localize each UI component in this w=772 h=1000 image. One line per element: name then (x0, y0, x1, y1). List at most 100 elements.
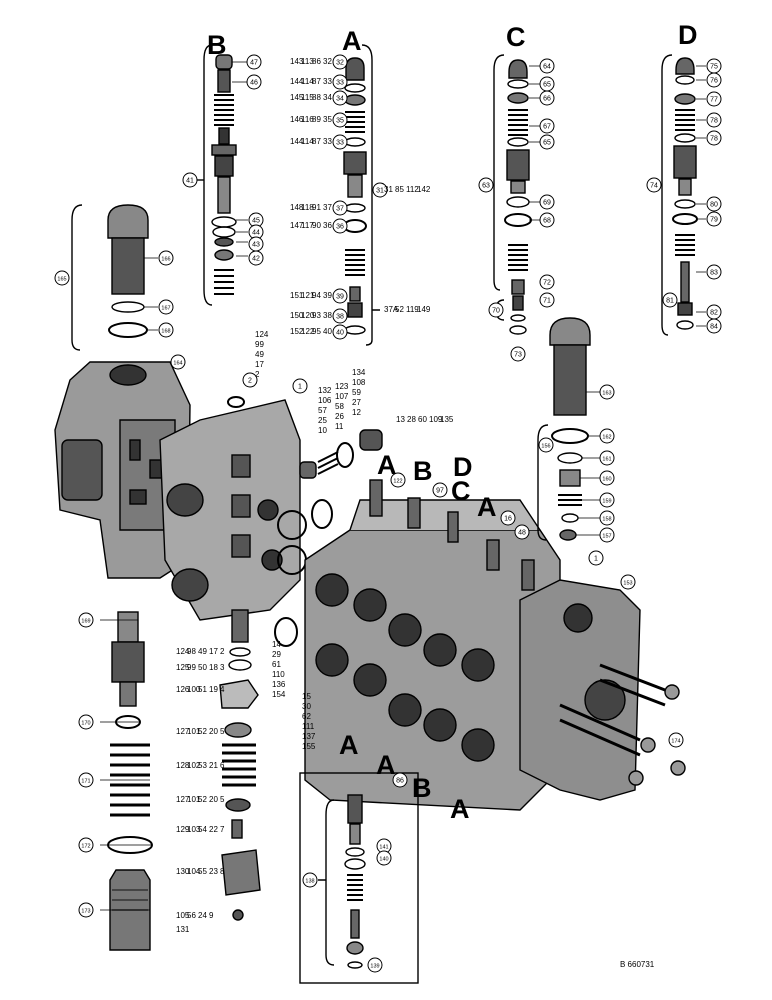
reference-number: 11 (335, 422, 344, 431)
balloon-number: 167 (161, 306, 170, 312)
reference-number: 25 (318, 416, 327, 425)
reference-number: 91 (312, 203, 321, 212)
right-relief-assembly (537, 317, 591, 541)
callout-balloon: 81 (662, 292, 678, 308)
reference-number: 155 (302, 742, 316, 751)
callout-balloon: 167 (158, 299, 174, 315)
callout-balloon: 157 (599, 527, 615, 543)
reference-number: 51 (198, 685, 207, 694)
reference-number: 17 (209, 647, 218, 656)
balloon-number: 139 (370, 964, 379, 970)
reference-number: 49 (255, 350, 264, 359)
balloon-number: 161 (602, 457, 611, 463)
balloon-circle (706, 130, 722, 146)
balloon-circle (599, 470, 615, 486)
reference-number: 99 (187, 663, 196, 672)
balloon-number: 80 (710, 202, 718, 209)
balloon-circle (478, 177, 494, 193)
reference-number: 142 (417, 185, 431, 194)
reference-number: 127 (176, 795, 190, 804)
reference-number: 57 (318, 406, 327, 415)
balloon-circle (170, 354, 186, 370)
balloon-number: 169 (81, 619, 90, 625)
balloon-number: 73 (514, 352, 522, 359)
callout-balloon: 33 (332, 74, 348, 90)
callout-balloon: 69 (539, 194, 555, 210)
reference-number: 15 (302, 692, 311, 701)
callout-balloon: 63 (478, 177, 494, 193)
section-letter-d-top: D (678, 20, 698, 50)
reference-number: 5 (220, 727, 225, 736)
reference-number: 120 (301, 311, 315, 320)
reference-number: 52 (395, 305, 404, 314)
callout-balloon: 170 (78, 714, 94, 730)
reference-number: 100 (187, 685, 201, 694)
balloon-number: 69 (543, 200, 551, 207)
reference-number: 29 (272, 650, 281, 659)
reference-number: 33 (323, 137, 332, 146)
reference-number: 37A (384, 305, 399, 314)
callout-balloon: 161 (599, 450, 615, 466)
reference-number: 14 (272, 640, 281, 649)
balloon-circle (538, 437, 554, 453)
balloon-number: 160 (602, 477, 611, 483)
section-letter-d-body: D (453, 452, 473, 482)
reference-number: 94 (312, 291, 321, 300)
reference-number: 20 (209, 727, 218, 736)
balloon-number: 82 (710, 310, 718, 317)
reference-number: 26 (335, 412, 344, 421)
callout-balloon: 39 (332, 288, 348, 304)
balloon-number: 163 (602, 391, 611, 397)
reference-number: 30 (302, 702, 311, 711)
reference-number: 135 (440, 415, 454, 424)
section-letter-c-body: C (451, 476, 471, 506)
balloon-number: 153 (623, 581, 632, 587)
reference-number: 56 (187, 911, 196, 920)
balloon-circle (248, 250, 264, 266)
reference-number: 144 (290, 77, 304, 86)
reference-number: 31 (384, 185, 393, 194)
reference-number: 40 (323, 327, 332, 336)
callout-balloon: 65 (539, 76, 555, 92)
reference-number: 99 (255, 340, 264, 349)
reference-number: 115 (301, 93, 314, 102)
balloon-number: 78 (710, 136, 718, 143)
reference-number: 112 (406, 185, 419, 194)
reference-number: 152 (290, 327, 304, 336)
balloon-number: 171 (81, 779, 90, 785)
callout-balloon: 47 (246, 54, 262, 70)
balloon-number: 33 (336, 80, 344, 87)
section-letter-b-bottom: B (412, 773, 432, 803)
relief-valve-assembly (71, 204, 149, 351)
balloon-number: 97 (436, 488, 444, 495)
balloon-number: 65 (543, 82, 551, 89)
balloon-number: 38 (336, 314, 344, 321)
balloon-circle (539, 118, 555, 134)
balloon-number: 40 (336, 330, 344, 337)
reference-number: 107 (335, 392, 349, 401)
reference-number: 37 (323, 203, 332, 212)
callout-balloon: 97 (432, 482, 448, 498)
balloon-circle (376, 850, 392, 866)
balloon-number: 35 (336, 118, 344, 125)
callout-balloon: 78 (706, 112, 722, 128)
balloon-circle (78, 772, 94, 788)
section-letter-b-body: B (413, 456, 433, 486)
callout-balloon: 73 (510, 346, 526, 362)
balloon-circle (392, 772, 408, 788)
reference-number: 126 (176, 685, 190, 694)
balloon-number: 33 (336, 140, 344, 147)
balloon-layer: 4746454443424132333435333736393840316465… (54, 54, 722, 973)
balloon-circle (488, 302, 504, 318)
mid-cover-plate (159, 399, 301, 621)
reference-number: 10 (318, 426, 327, 435)
callout-balloon: 162 (599, 428, 615, 444)
reference-number: 127 (176, 727, 190, 736)
balloon-number: 138 (305, 879, 314, 885)
callout-balloon: 67 (539, 118, 555, 134)
section-letter-a-body-1: A (377, 450, 397, 480)
balloon-number: 45 (252, 218, 260, 225)
balloon-circle (332, 74, 348, 90)
callout-balloon: 65 (539, 134, 555, 150)
callout-balloon: 171 (78, 772, 94, 788)
